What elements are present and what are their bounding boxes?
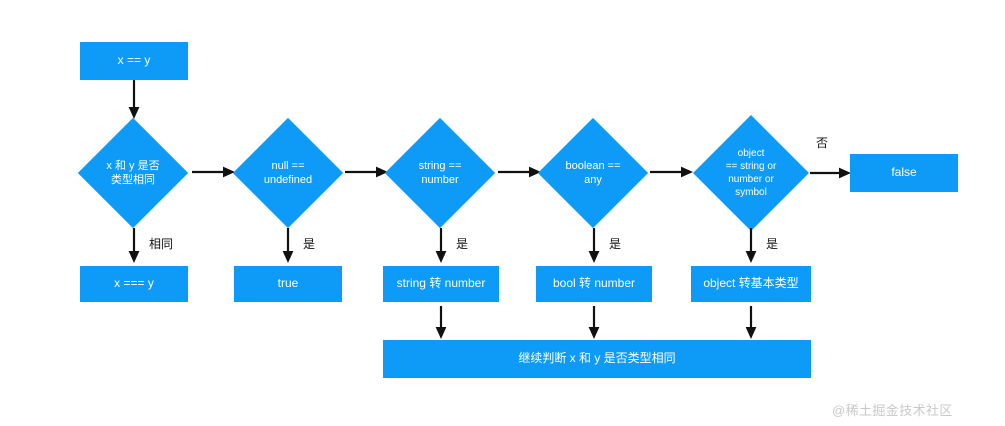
- arrow-r3-to-final: [433, 306, 449, 340]
- watermark: @稀土掘金技术社区: [832, 403, 953, 418]
- arrow-d2-to-d3: [345, 163, 389, 181]
- node-boolean-any-check[interactable]: boolean == any: [537, 117, 649, 229]
- arrow-d4-down: [586, 228, 602, 264]
- edge-label-yes-d3: 是: [456, 237, 469, 251]
- node-boolean-any-check-label: boolean == any: [565, 159, 621, 186]
- arrow-d2-down: [280, 228, 296, 264]
- arrow-d3-to-d4: [498, 163, 542, 181]
- edge-label-same: 相同: [149, 237, 174, 251]
- node-string-to-number[interactable]: string 转 number: [383, 266, 499, 302]
- node-object-primitive-check[interactable]: object == string or number or symbol: [693, 115, 809, 231]
- node-null-undefined-check-label: null == undefined: [263, 159, 313, 186]
- arrow-d1-down: [126, 228, 142, 264]
- node-string-number-check[interactable]: string == number: [384, 117, 496, 229]
- node-continue-type-check[interactable]: 继续判断 x 和 y 是否类型相同: [383, 340, 811, 378]
- node-null-undefined-check[interactable]: null == undefined: [232, 117, 344, 229]
- edge-label-no: 否: [816, 136, 829, 150]
- arrow-d4-to-d5: [650, 163, 694, 181]
- node-bool-to-number[interactable]: bool 转 number: [536, 266, 652, 302]
- arrow-start-to-type-check: [126, 80, 142, 120]
- arrow-d5-to-false: [810, 164, 852, 182]
- arrow-d1-to-d2: [192, 163, 236, 181]
- node-type-same-check-label: x 和 y 是否 类型相同: [106, 159, 160, 186]
- node-false[interactable]: false: [850, 154, 958, 192]
- node-true[interactable]: true: [234, 266, 342, 302]
- node-type-same-check[interactable]: x 和 y 是否 类型相同: [77, 117, 189, 229]
- arrow-r4-to-final: [586, 306, 602, 340]
- arrow-d3-down: [433, 228, 449, 264]
- node-object-primitive-check-label: object == string or number or symbol: [725, 148, 777, 198]
- edge-label-yes-d5: 是: [766, 237, 779, 251]
- node-string-number-check-label: string == number: [418, 159, 462, 186]
- arrow-r5-to-final: [743, 306, 759, 340]
- edge-label-yes-d4: 是: [609, 237, 622, 251]
- arrow-d5-down: [743, 228, 759, 264]
- node-strict-equal[interactable]: x === y: [80, 266, 188, 302]
- node-object-to-primitive[interactable]: object 转基本类型: [691, 266, 811, 302]
- edge-label-yes-d2: 是: [303, 237, 316, 251]
- node-start[interactable]: x == y: [80, 42, 188, 80]
